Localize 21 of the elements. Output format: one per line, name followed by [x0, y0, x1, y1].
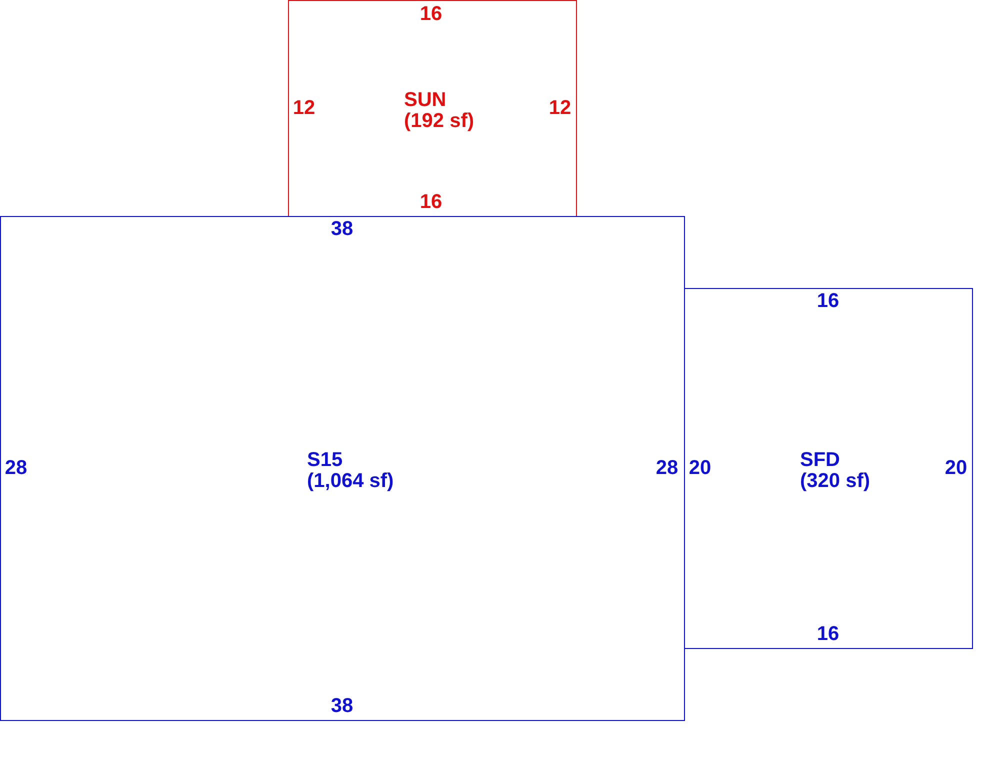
room-name: S15	[307, 450, 343, 471]
dimension-label: 38	[330, 219, 354, 239]
dimension-label: 12	[548, 98, 572, 118]
dimension-label: 16	[420, 4, 442, 24]
room-outline	[0, 216, 685, 721]
room-area: (192 sf)	[404, 111, 474, 132]
room-outline	[288, 0, 577, 217]
room-area: (1,064 sf)	[307, 471, 394, 492]
dimension-label: 12	[292, 98, 316, 118]
dimension-label: 38	[330, 696, 354, 716]
room-name: SFD	[800, 450, 840, 471]
dimension-label: 28	[4, 458, 28, 478]
dimension-label: 28	[656, 458, 678, 478]
dimension-label: 16	[816, 291, 840, 311]
dimension-label: 20	[688, 458, 712, 478]
room-outline	[684, 288, 973, 649]
room-name: SUN	[404, 90, 446, 111]
dimension-label: 16	[816, 624, 840, 644]
dimension-label: 16	[420, 192, 442, 212]
room-area: (320 sf)	[800, 471, 870, 492]
dimension-label: 20	[944, 458, 968, 478]
